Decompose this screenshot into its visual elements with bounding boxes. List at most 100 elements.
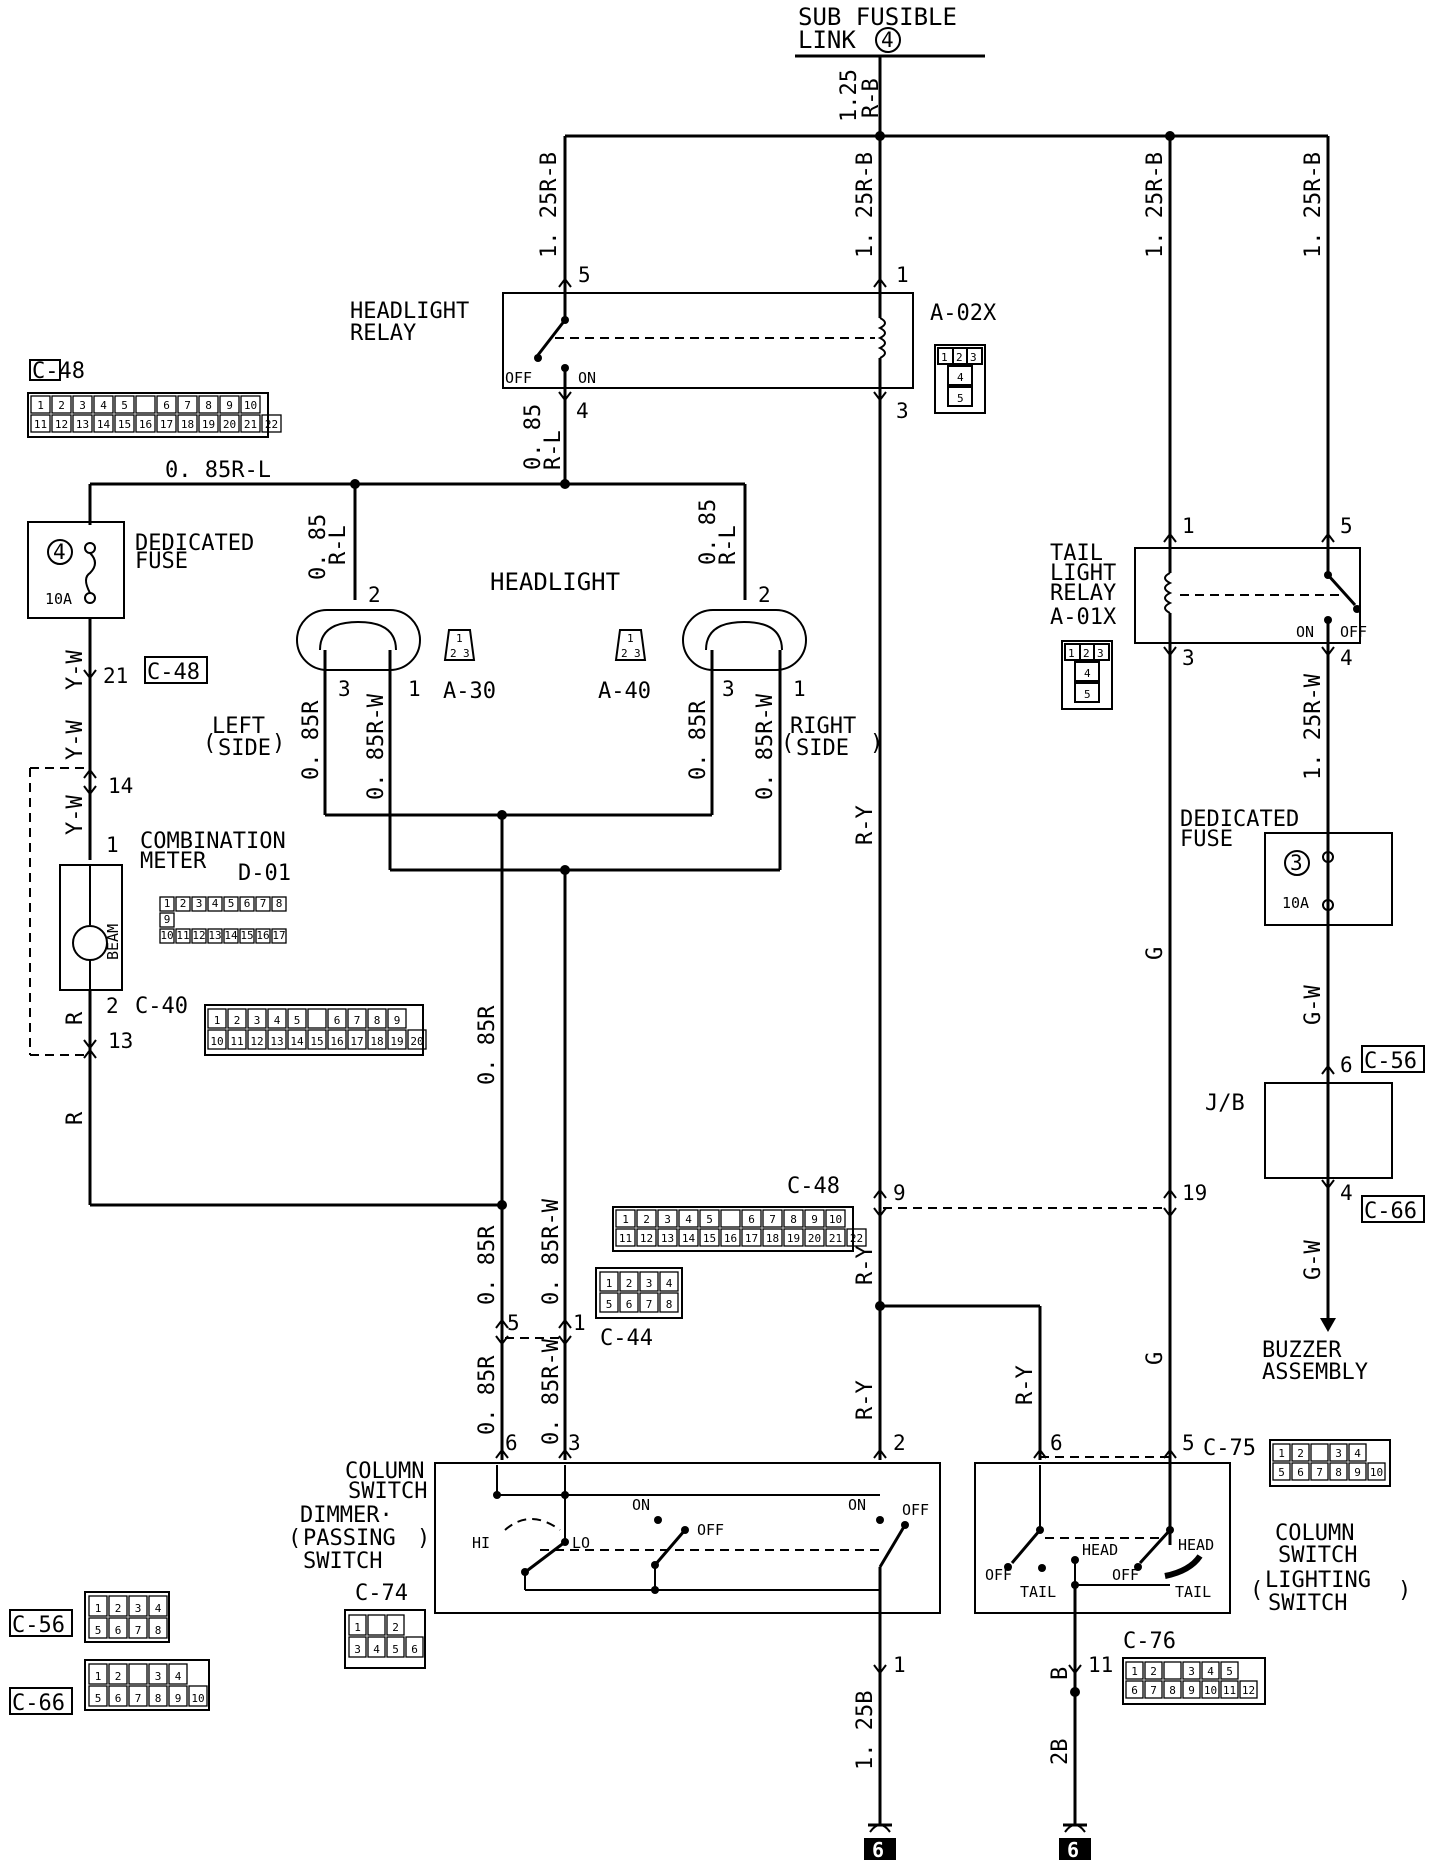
buzzer-label-2: ASSEMBLY [1262, 1360, 1368, 1385]
col-switch-lighting-label-1: COLUMN [1275, 1521, 1354, 1546]
wire-label-g-2: G [1143, 1352, 1168, 1365]
c74grid-cell [386, 1636, 405, 1658]
c44grid-pin: 1 [606, 1277, 613, 1290]
c48grid-pin: 4 [100, 399, 107, 412]
a01x-pin4: 4 [1084, 667, 1091, 680]
headlight-left-label-1: LEFT [212, 714, 265, 739]
c76grid-pin: 12 [1242, 1684, 1255, 1697]
c66grid-pin: 3 [155, 1670, 162, 1683]
c74grid-pin: 5 [392, 1643, 399, 1656]
c56grid-cell [148, 1617, 168, 1639]
c48grid2-pin: 9 [811, 1213, 818, 1226]
wire-label-085r-center: 0. 85R [475, 1005, 500, 1085]
c40grid-pin: 17 [350, 1035, 363, 1048]
c76grid-cell [1163, 1680, 1182, 1699]
ground-label-left: 6 [872, 1838, 884, 1860]
c76grid-cell [1144, 1680, 1163, 1699]
c48-label-center: C-48 [787, 1174, 840, 1199]
c40grid-cell [327, 1008, 347, 1029]
d01grid-cell [255, 896, 271, 912]
hr-on-label: ON [578, 369, 596, 387]
c74grid-cell [367, 1636, 386, 1658]
c40grid-cell [347, 1008, 367, 1029]
c48grid2-pin: 17 [745, 1232, 758, 1245]
combination-meter-label-2: METER [140, 849, 207, 874]
c76grid-cell [1239, 1680, 1258, 1699]
c66grid-cell [148, 1685, 168, 1707]
pin-p6jb: 6 [1340, 1053, 1353, 1077]
buzzer-arrow [1320, 1318, 1336, 1332]
c44grid-pin: 3 [646, 1277, 653, 1290]
wire-label-g-1: G [1143, 947, 1168, 960]
c74grid-pin: 6 [411, 1643, 418, 1656]
c48grid2-cell [804, 1228, 825, 1247]
c40grid-pin: 20 [410, 1035, 423, 1048]
ground-left: 6 [864, 1823, 896, 1860]
wire-label-yw-1: Y-W [63, 650, 88, 690]
c66grid-cell [108, 1685, 128, 1707]
c56grid-pin: 7 [135, 1624, 142, 1637]
c48grid2-cell [762, 1228, 783, 1247]
c48grid2-pin: 4 [685, 1213, 692, 1226]
wire-label-rb-left: 1. 25R-B [537, 152, 562, 258]
headlight-left-bulb [296, 609, 421, 671]
sub-fusible-link: SUB FUSIBLE LINK 4 [795, 3, 985, 58]
dimmer-on1-label: ON [632, 1496, 650, 1514]
dimmer-off1-label: OFF [697, 1521, 724, 1539]
c56grid-cell [108, 1595, 128, 1617]
a02x-pin2: 2 [956, 351, 963, 364]
col-switch-dimmer-label-5: SWITCH [303, 1549, 382, 1574]
c40grid-pin: 2 [234, 1014, 241, 1027]
headlight-label: HEADLIGHT [490, 568, 620, 596]
c66grid-pin: 4 [175, 1670, 182, 1683]
c40grid-cell [307, 1008, 327, 1029]
c56grid-pin: 5 [95, 1624, 102, 1637]
c75grid-cell [1348, 1462, 1367, 1481]
c66grid-cell [188, 1685, 208, 1707]
c48grid2-cell [720, 1228, 741, 1247]
lighting-off2-label: OFF [1112, 1566, 1139, 1584]
c56grid-cell [88, 1595, 108, 1617]
c44grid-cell [599, 1292, 619, 1313]
wire-label-085rw-right: 0. 85R-W [753, 693, 778, 800]
c48grid-pin: 12 [55, 418, 68, 431]
c48grid2-cell [678, 1209, 699, 1228]
title-line-1: SUB FUSIBLE [798, 3, 957, 31]
c74grid-cell [386, 1614, 405, 1636]
c56grid-cell [148, 1595, 168, 1617]
c76grid-cell [1220, 1680, 1239, 1699]
c74grid-cell [405, 1636, 424, 1658]
pin-hl-l3: 3 [338, 677, 351, 701]
c48grid2-cell [657, 1209, 678, 1228]
c44grid-pin: 8 [666, 1298, 673, 1311]
c48grid-cell [72, 395, 93, 414]
c44grid-cell [659, 1271, 679, 1292]
paren-left-open: ( [203, 731, 216, 756]
c48grid2-cell [825, 1228, 846, 1247]
a02x-pin4: 4 [957, 371, 964, 384]
paren-dimmer-open: ( [288, 1526, 301, 1551]
c75grid-cell [1329, 1443, 1348, 1462]
wire-label-top-feed-1: 1.25 [837, 69, 862, 122]
c56grid-cell [108, 1617, 128, 1639]
wire-label-ry-1: R-Y [853, 805, 878, 845]
dedicated-fuse-left: 4 10A DEDICATED FUSE [27, 521, 254, 619]
wire-label-yw-2: Y-W [63, 720, 88, 760]
fuse-left-label-1: DEDICATED [135, 531, 254, 556]
c76grid-pin: 5 [1226, 1665, 1233, 1678]
fuse-right-number: 3 [1290, 851, 1303, 875]
pin-p4jb: 4 [1340, 1181, 1353, 1205]
c76grid-pin: 8 [1169, 1684, 1176, 1697]
c40grid-cell [367, 1029, 387, 1050]
c40grid-pin: 9 [394, 1014, 401, 1027]
c48grid2-pin: 14 [682, 1232, 696, 1245]
col-switch-dimmer-label-3: DIMMER· [300, 1503, 393, 1528]
c48grid-cell [177, 395, 198, 414]
c40grid-cell [247, 1008, 267, 1029]
lighting-head2-label: HEAD [1178, 1536, 1214, 1554]
c74grid-cell [348, 1614, 367, 1636]
c76grid-pin: 11 [1223, 1684, 1236, 1697]
wire-label-rl-right-2: R-L [716, 525, 741, 565]
c48grid-cell [51, 414, 72, 433]
